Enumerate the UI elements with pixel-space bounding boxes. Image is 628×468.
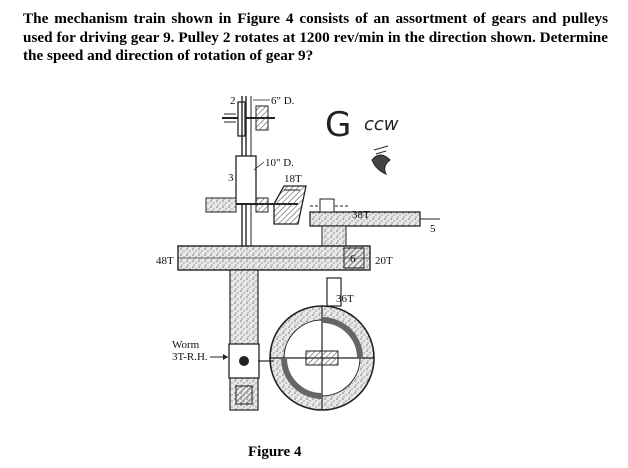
label-gear-48t: 48T — [156, 255, 174, 267]
gear-48t-shaft — [177, 245, 371, 271]
handwritten-ccw: ccw — [364, 114, 399, 135]
worm-wheel-36t — [258, 305, 375, 411]
label-pulley-3-diameter: 10" D. — [265, 157, 294, 169]
label-gear-20t: 20T — [375, 255, 393, 267]
mechanism-diagram: 2 6" D. 3 10" D. 18T 38T 5 48T 6 20T 36T… — [156, 95, 440, 411]
bevel-gear-38t — [309, 198, 440, 227]
pulley-2 — [222, 101, 275, 137]
bevel-gear-18t — [273, 185, 307, 225]
pulley-3 — [205, 155, 298, 213]
label-gear-18t: 18T — [284, 173, 302, 185]
figure-caption: Figure 4 — [248, 444, 302, 460]
label-gear-5: 5 — [430, 223, 436, 235]
label-gear-6: 6 — [350, 253, 356, 265]
worm-shaft — [228, 269, 260, 411]
handwritten-scribble-icon — [371, 145, 391, 175]
label-pulley-3: 3 — [228, 172, 234, 184]
label-gear-36t: 36T — [336, 293, 354, 305]
label-worm: Worm — [172, 339, 200, 351]
handwritten-g: G — [325, 105, 351, 145]
label-gear-38t: 38T — [352, 209, 370, 221]
label-pulley-2-diameter: 6" D. — [271, 95, 295, 107]
problem-statement: The mechanism train shown in Figure 4 co… — [23, 10, 608, 65]
label-worm-teeth: 3T-R.H. — [172, 351, 208, 363]
label-pulley-2: 2 — [230, 95, 236, 107]
